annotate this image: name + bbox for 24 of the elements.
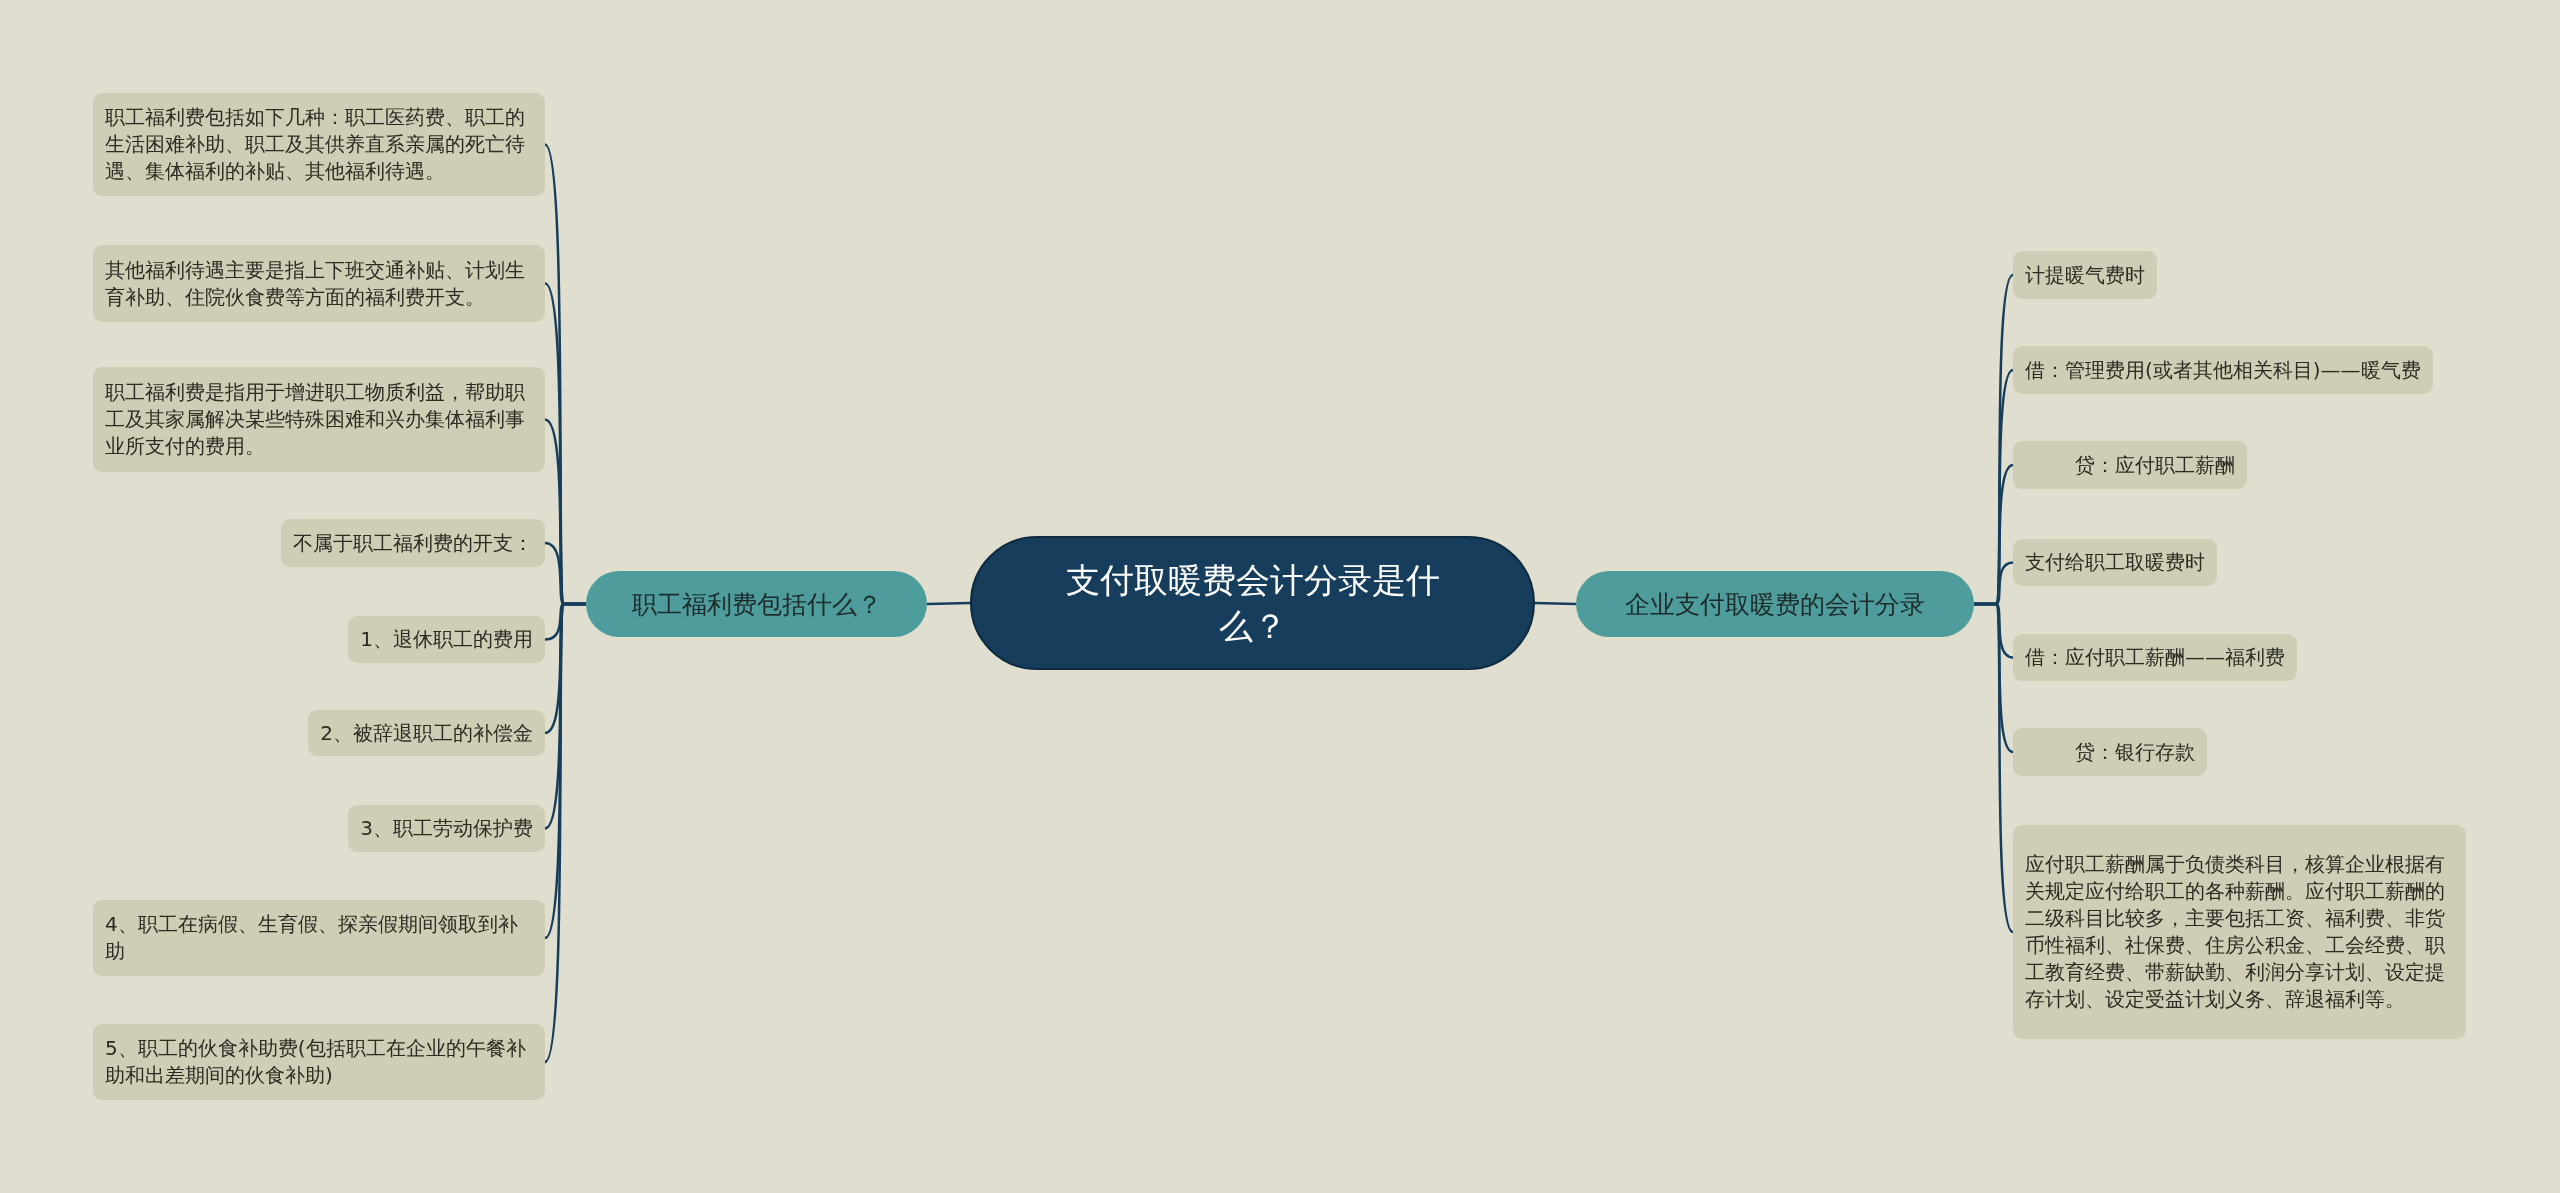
topic-box: 借：管理费用(或者其他相关科目)——暖气费 [2013,346,2433,394]
topic-box: 职工福利费是指用于增进职工物质利益，帮助职工及其家属解决某些特殊困难和兴办集体福利事业所支付的费用。 [93,367,545,472]
topic-box: 4、职工在病假、生育假、探亲假期间领取到补助 [93,900,545,976]
branch-topic: 企业支付取暖费的会计分录 [1576,571,1974,637]
central-topic: 支付取暖费会计分录是什么？ [970,536,1535,670]
topic-box: 计提暖气费时 [2013,251,2157,299]
connector-line [1974,561,2014,606]
branch-topic: 职工福利费包括什么？ [586,571,927,637]
topic-box: 5、职工的伙食补助费(包括职工在企业的午餐补助和出差期间的伙食补助) [93,1024,545,1100]
connector-line [1534,601,1577,606]
topic-box: 职工福利费包括如下几种：职工医药费、职工的生活困难补助、职工及其供养直系亲属的死亡待遇、集体福利的补贴、其他福利待遇。 [93,93,545,196]
connector-line [926,601,971,606]
topic-box: 其他福利待遇主要是指上下班交通补贴、计划生育补助、住院伙食费等方面的福利费开支。 [93,245,545,322]
connector-line [543,602,586,1063]
topic-box: 3、职工劳动保护费 [348,805,545,852]
topic-box: 2、被辞退职工的补偿金 [308,710,545,756]
topic-box: 贷：应付职工薪酬 [2013,441,2247,489]
topic-box: 不属于职工福利费的开支： [281,519,545,567]
topic-box: 应付职工薪酬属于负债类科目，核算企业根据有关规定应付给职工的各种薪酬。应付职工薪酬的二级科目比较多，主要包括工资、福利费、非货币性福利、社保费、住房公积金、工会经费、职工教育经费、带薪缺勤、利润分享计划、设定提存计划、设定受益计划义务、辞退福利等。 [2013,825,2466,1039]
topic-box: 贷：银行存款 [2013,728,2207,776]
topic-box: 支付给职工取暖费时 [2013,539,2217,586]
topic-box: 1、退休职工的费用 [348,616,545,663]
topic-box: 借：应付职工薪酬——福利费 [2013,634,2297,681]
connector-line [1974,602,2014,933]
